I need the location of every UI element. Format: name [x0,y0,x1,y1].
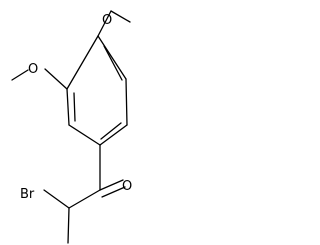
ring-bond-4 [68,124,101,146]
oxygen-label-lower: O [28,62,38,77]
ring-bond-1 [97,35,127,80]
ring-double-bond-c [73,92,76,122]
bond-methyl-o-lower [11,69,29,81]
ring-bond-5 [66,88,70,126]
ring-double-bond-b [100,122,122,140]
bond-o-upper-ring [97,10,112,37]
carbonyl-double-bond-2 [101,186,126,198]
bond-alpha-methyl [67,207,70,244]
oxygen-label-upper: O [102,13,112,28]
bond-alpha-br [43,189,70,209]
oxygen-label-carbonyl: O [122,179,132,194]
structure-svg: O O O Br [11,10,132,244]
ring-bond-6 [66,35,99,90]
bond-o-lower-ring [44,68,68,90]
ring-double-bond-a [103,45,123,81]
bond-carbonyl-alpha [68,189,101,209]
chemical-structure: O O O Br [0,0,150,245]
ring-bond-3 [99,124,128,146]
bromine-label: Br [20,187,35,202]
bond-methyl-o-upper [110,10,131,23]
ring-bond-2 [125,78,128,126]
carbonyl-double-bond-1 [99,179,124,191]
